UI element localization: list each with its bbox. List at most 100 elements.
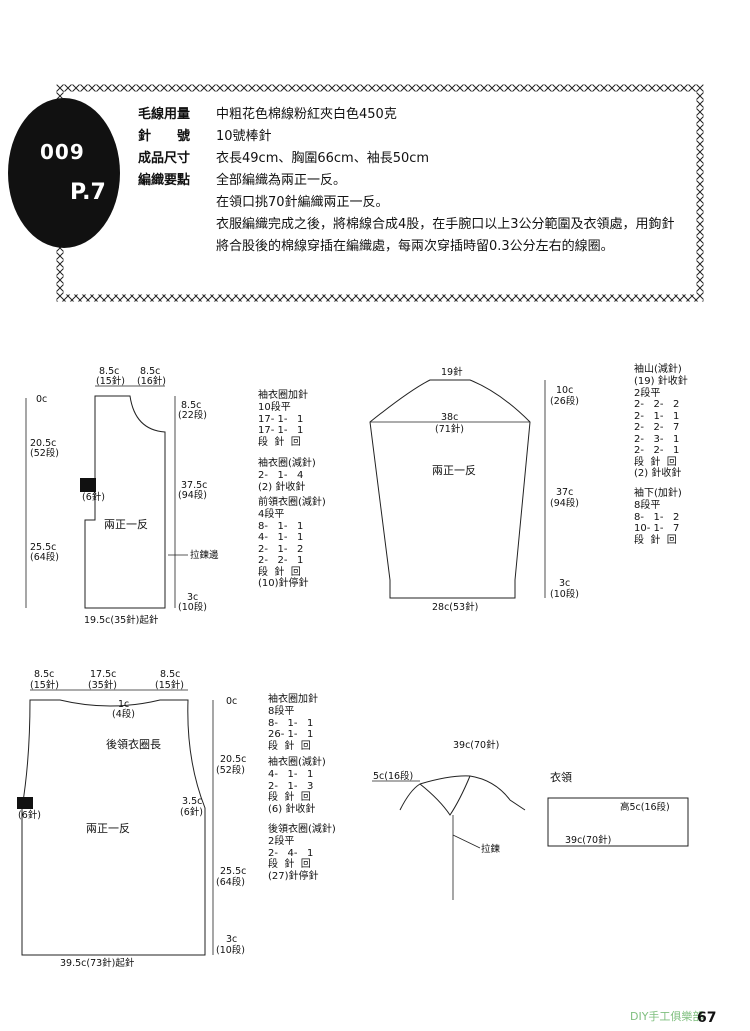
spec-row-method: 編織要點 全部編織為兩正一反。 [138, 170, 346, 192]
spec-row-yarn: 毛線用量中粗花色棉線粉紅夾白色450克 [138, 104, 397, 126]
back-center-1c: 1c [118, 699, 129, 710]
sleeve-cuff-rows: (10段) [550, 588, 579, 600]
collar-left-label: 5c(16段) [373, 770, 413, 782]
front-neck-title: 前領衣圈(減針) [258, 497, 326, 508]
back-top-left: 8.5c [34, 669, 54, 680]
back-top-mid-sts: (35針) [88, 679, 117, 691]
spec-key: 針 號 [138, 129, 191, 144]
pattern-number: 009 [40, 140, 85, 164]
spec-value: 全部編織為兩正一反。 [216, 173, 347, 188]
back-bottom-label: 39.5c(73針)起針 [60, 957, 135, 969]
front-diagram: 8.5c (15針) 8.5c (16針) (6針) 兩正一反 拉鍊邊 19.5… [25, 366, 219, 626]
spec-key: 成品尺寸 [138, 151, 191, 166]
back-diagram: 8.5c (15針) 17.5c (35針) 8.5c (15針) (6針) 1… [17, 669, 246, 969]
back-side-sts: (6針) [180, 806, 203, 818]
front-body-label: 兩正一反 [104, 518, 148, 531]
sleeve-cap-title: 袖山(減針) [634, 364, 682, 375]
spec-key: 編織要點 [138, 173, 191, 188]
spec-row-needle: 針 號 10號棒針 [138, 126, 272, 148]
collar-zipper-label: 拉鍊 [481, 843, 501, 855]
back-outline [21, 699, 206, 956]
back-body-label: 兩正一反 [86, 822, 130, 835]
front-left-0c: 0c [36, 394, 47, 405]
front-dec-title: 袖衣圈(減針) [258, 458, 316, 469]
sleeve-under-title: 袖下(加針) [634, 488, 682, 499]
back-neck-label: 後領衣圈長 [106, 737, 161, 751]
back-r-205: 20.5c [220, 754, 246, 765]
front-left-205: 20.5c [30, 438, 56, 449]
front-top-left-sts: (15針) [96, 375, 125, 387]
spec-row-size: 成品尺寸 衣長49cm、胸圍66cm、袖長50cm [138, 148, 429, 170]
front-right-375-rows: (94段) [178, 489, 207, 501]
sleeve-cap-height: 10c [556, 385, 573, 396]
sleeve-cap-steps: (19) 針收針 2段平 2- 2- 2 2- 1- 1 2- 2- 7 2- … [634, 376, 688, 479]
front-dec-steps: 2- 1- 4 (2) 針收針 [258, 470, 306, 493]
sleeve-cap-sts: (71針) [435, 423, 464, 435]
header-frame [56, 84, 704, 302]
back-r-205-rows: (52段) [216, 764, 245, 776]
spec-note-collar: 在領口挑70針編織兩正一反。 [216, 195, 389, 210]
page-number: 67 [697, 1010, 717, 1026]
front-zipper-label: 拉鍊邊 [190, 549, 219, 561]
back-neck-title: 後領衣圈(減針) [268, 824, 336, 835]
front-right-85: 8.5c [181, 400, 201, 411]
collar-outline [399, 775, 526, 811]
watermark: DIY手工俱樂部 [630, 1010, 704, 1023]
front-armhole-marker [80, 478, 96, 492]
back-r-255: 25.5c [220, 866, 246, 877]
back-dec-title: 袖衣圈(減針) [268, 757, 326, 768]
back-r-3-rows: (10段) [216, 944, 245, 956]
front-inc-title: 袖衣圈加針 [258, 390, 308, 401]
back-top-left-sts: (15針) [30, 679, 59, 691]
back-center-rows: (4段) [112, 708, 135, 720]
front-side-sts: (6針) [82, 491, 105, 503]
back-r-255-rows: (64段) [216, 876, 245, 888]
spec-note-finish: 衣服編織完成之後，將棉線合成4股，在手腕口以上3公分範圍及衣領處，用鉤針將合股後… [216, 217, 675, 254]
front-top-left-width: 8.5c [99, 366, 119, 377]
sleeve-cap-width: 38c [441, 412, 458, 423]
collar-title: 衣領 [550, 770, 572, 784]
front-left-255: 25.5c [30, 542, 56, 553]
sleeve-cuff: 3c [559, 578, 570, 589]
spec-value: 中粗花色棉線粉紅夾白色450克 [216, 107, 397, 122]
front-left-255-rows: (64段) [30, 551, 59, 563]
collar-height: 高5c(16段) [620, 801, 670, 813]
sleeve-under-steps: 8段平 8- 1- 2 10- 1- 7 段 針 回 [634, 500, 680, 546]
sleeve-cap-rows: (26段) [550, 395, 579, 407]
back-neck-steps: 2段平 2- 4- 1 段 針 回 (27)針停針 [268, 836, 319, 882]
front-right-375: 37.5c [181, 480, 207, 491]
back-side-35: 3.5c [182, 796, 202, 807]
back-armhole-marker [17, 797, 33, 809]
pattern-page: P.7 [70, 180, 106, 205]
front-right-85-rows: (22段) [178, 409, 207, 421]
back-inc-title: 袖衣圈加針 [268, 694, 318, 705]
spec-value: 10號棒針 [216, 129, 272, 144]
front-outline [84, 395, 166, 609]
front-top-right-width: 8.5c [140, 366, 160, 377]
sleeve-top-sts: 19針 [441, 366, 463, 378]
back-dec-steps: 4- 1- 1 2- 1- 3 段 針 回 (6) 針收針 [268, 769, 316, 815]
collar-diagram: 39c(70針) 5c(16段) 拉鍊 衣領 高5c(16段) 39c(70針) [372, 739, 689, 900]
front-right-3-rows: (10段) [178, 601, 207, 613]
front-inc-steps: 10段平 17- 1- 1 17- 1- 1 段 針 回 [258, 402, 304, 448]
collar-top-label: 39c(70針) [453, 739, 499, 751]
front-neck-steps: 4段平 8- 1- 1 4- 1- 1 2- 1- 2 2- 2- 1 段 針 … [258, 509, 309, 589]
sleeve-diagram: 19針 38c (71針) 兩正一反 28c(53針) 10c (26段) 37… [369, 366, 579, 613]
back-top-mid: 17.5c [90, 669, 116, 680]
back-inc-steps: 8段平 8- 1- 1 26- 1- 1 段 針 回 [268, 706, 314, 752]
back-top-right-sts: (15針) [155, 679, 184, 691]
back-top-right: 8.5c [160, 669, 180, 680]
spec-value: 衣長49cm、胸圍66cm、袖長50cm [216, 151, 430, 166]
sleeve-outline [369, 379, 531, 599]
front-left-205-rows: (52段) [30, 447, 59, 459]
collar-width: 39c(70針) [565, 834, 611, 846]
front-top-right-sts: (16針) [137, 375, 166, 387]
sleeve-length: 37c [556, 487, 573, 498]
back-left-sts: (6針) [18, 809, 41, 821]
front-bottom-label: 19.5c(35針)起針 [84, 614, 159, 626]
back-r-0c: 0c [226, 696, 237, 707]
sleeve-bottom-label: 28c(53針) [432, 601, 478, 613]
sleeve-length-rows: (94段) [550, 497, 579, 509]
sleeve-body-label: 兩正一反 [432, 464, 476, 477]
